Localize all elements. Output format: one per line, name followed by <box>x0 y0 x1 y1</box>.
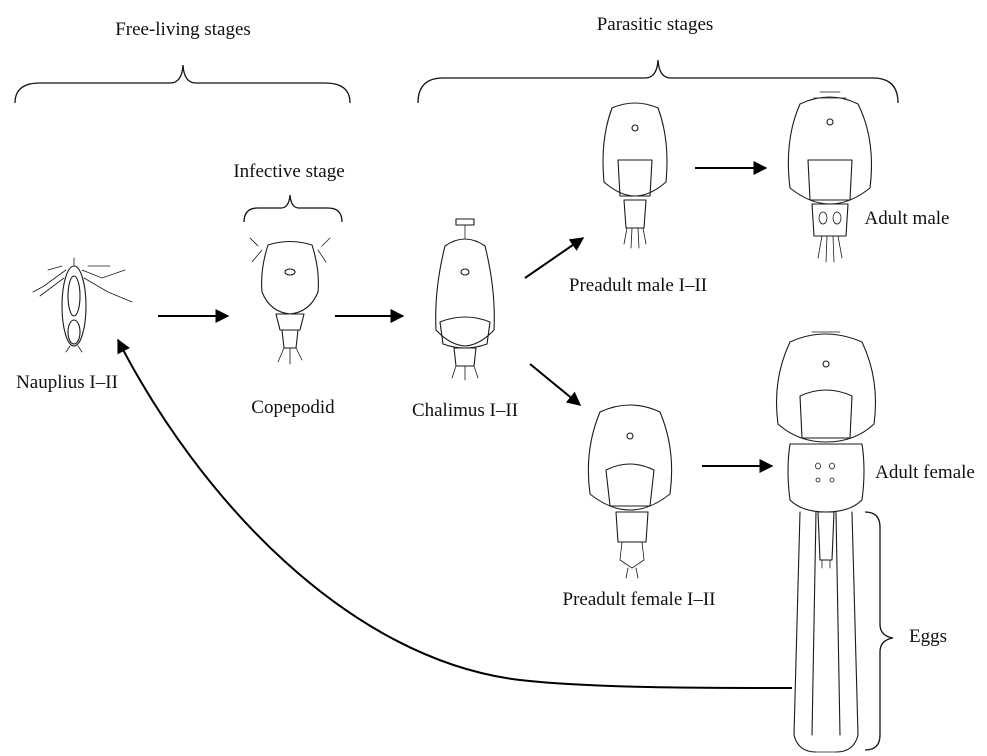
infective-brace <box>244 195 342 222</box>
adult-male-label: Adult male <box>865 208 950 229</box>
copepodid-label: Copepodid <box>251 397 335 418</box>
preadult-female-label: Preadult female I–II <box>563 589 716 610</box>
eggs-label: Eggs <box>909 626 947 647</box>
eggs-brace <box>865 512 893 750</box>
chalimus-label: Chalimus I–II <box>412 400 518 421</box>
free-living-brace <box>15 65 350 103</box>
adult-female-drawing <box>777 332 876 568</box>
adult-male-drawing <box>788 92 871 262</box>
arrow-eggs-to-nauplius <box>118 340 792 688</box>
egg-strings-drawing <box>794 512 858 752</box>
preadult-male-label: Preadult male I–II <box>569 275 707 296</box>
adult-female-label: Adult female <box>875 462 975 483</box>
preadult-male-drawing <box>603 103 667 248</box>
free-living-label: Free-living stages <box>115 19 251 40</box>
preadult-female-drawing <box>588 405 671 578</box>
arrow-chalimus-to-preadult-male <box>525 238 583 278</box>
arrow-chalimus-to-preadult-female <box>530 364 580 405</box>
nauplius-drawing <box>33 258 132 352</box>
nauplius-label: Nauplius I–II <box>16 372 118 393</box>
copepodid-drawing <box>250 238 330 364</box>
infective-label: Infective stage <box>233 161 344 182</box>
chalimus-drawing <box>436 219 495 380</box>
parasitic-label: Parasitic stages <box>597 14 714 35</box>
